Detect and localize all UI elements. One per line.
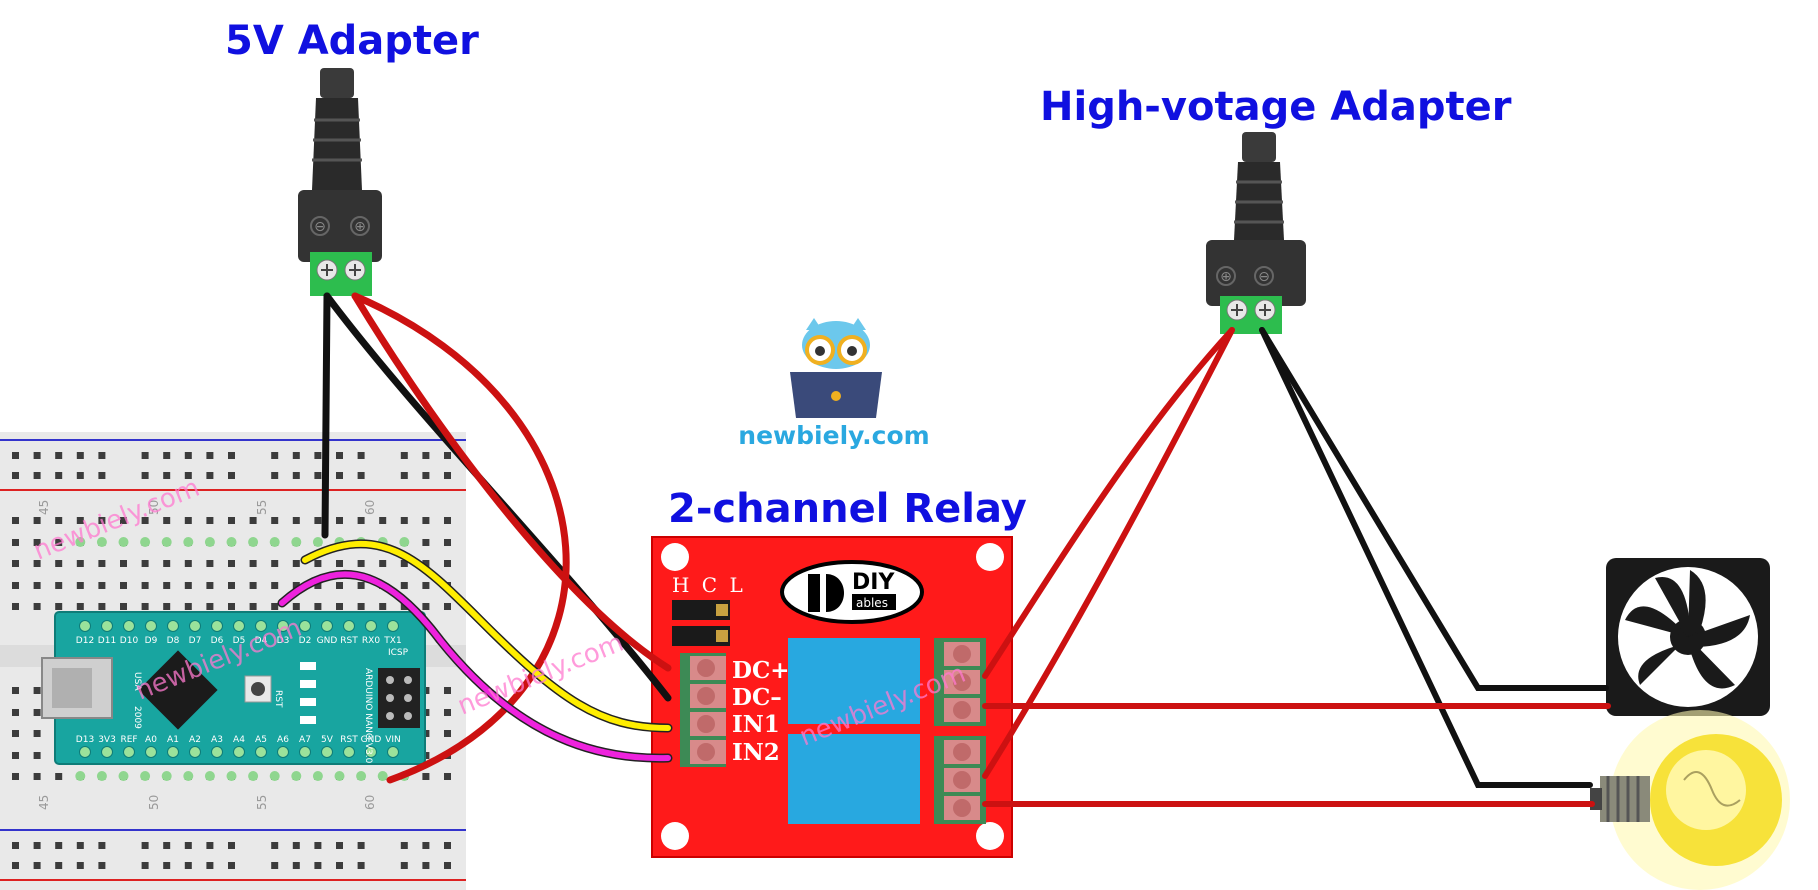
svg-text:⊕: ⊕ — [1220, 269, 1232, 285]
pin-label: REF — [120, 735, 137, 745]
pin-label: A0 — [145, 735, 157, 745]
board-name: ARDUINO NANO V3.0 — [363, 668, 373, 764]
rst-label: RST — [273, 690, 283, 708]
pin-label: A1 — [167, 735, 179, 745]
wire-black-fan — [1259, 327, 1609, 691]
relay-1 — [788, 638, 920, 724]
breadboard-number: 60 — [363, 500, 377, 515]
breadboard-number: 60 — [363, 795, 377, 810]
logo-main: DIY — [852, 570, 895, 595]
pin-label: D13 — [76, 735, 94, 745]
pin-label: A4 — [233, 735, 245, 745]
pin-label: D7 — [189, 636, 202, 646]
svg-text:⊕: ⊕ — [354, 219, 366, 235]
pin-label: RST — [340, 735, 358, 745]
pin-label: D2 — [299, 636, 312, 646]
pin-label: TX1 — [383, 636, 401, 646]
icsp-label: ICSP — [388, 648, 409, 658]
pin-label-dc-plus: DC+ — [732, 657, 790, 684]
pin-label: GND — [361, 735, 382, 745]
wire-red-vin — [351, 292, 570, 784]
newbiely-owl-logo: newbiely.com — [738, 318, 930, 450]
pin-label: A6 — [277, 735, 289, 745]
pin-label: RX0 — [362, 636, 380, 646]
pin-label-in1: IN1 — [732, 711, 780, 738]
wire-magenta-in2 — [279, 571, 671, 762]
relay-2 — [788, 734, 920, 824]
label-relay: 2-channel Relay — [668, 486, 1027, 532]
reset-button — [251, 682, 265, 696]
pin-label-dc-minus: DC– — [732, 684, 782, 711]
breadboard-holes — [12, 452, 451, 869]
wire-red-relay — [351, 292, 672, 672]
breadboard-number: 55 — [255, 500, 269, 515]
pin-label: D10 — [120, 636, 139, 646]
pin-label: 3V3 — [98, 735, 116, 745]
wire-red-hv-2 — [982, 327, 1235, 779]
pin-label: A2 — [189, 735, 201, 745]
pin-label: GND — [317, 636, 338, 646]
pin-label-in2: IN2 — [732, 739, 780, 766]
pin-label: D9 — [145, 636, 158, 646]
breadboard-number: 50 — [147, 795, 161, 810]
pin-label: D4 — [255, 636, 268, 646]
pin-label: VIN — [385, 735, 401, 745]
arduino-pads — [79, 620, 399, 758]
adapter-5v: ⊖ ⊕ — [298, 68, 382, 296]
label-high-voltage-adapter: High-votage Adapter — [1040, 84, 1512, 130]
pin-label: A3 — [211, 735, 223, 745]
wire-yellow-in1 — [302, 541, 671, 731]
pin-label: D12 — [76, 636, 94, 646]
logo-sub: ables — [856, 596, 888, 610]
usa-label: USA — [132, 672, 142, 691]
pin-label: D5 — [233, 636, 246, 646]
watermark: newbiely.com — [453, 628, 628, 722]
wire-red-hv-1 — [982, 327, 1235, 679]
label-5v-adapter: 5V Adapter — [225, 18, 479, 64]
pin-label: RST — [340, 636, 358, 646]
pin-label: D8 — [167, 636, 180, 646]
wire-black-bulb — [1259, 327, 1593, 788]
pin-label: D6 — [211, 636, 224, 646]
breadboard-number: 50 — [147, 500, 161, 515]
pin-label: D3 — [277, 636, 290, 646]
adapter-high-voltage: ⊕ ⊖ — [1206, 132, 1306, 334]
svg-text:⊖: ⊖ — [314, 219, 326, 235]
relay-module: H C L DIY ables DC+ DC– IN1 IN2 — [651, 536, 1013, 858]
wires — [277, 292, 1611, 807]
pin-label: 5V — [321, 735, 334, 745]
brand-text: newbiely.com — [738, 421, 929, 450]
pin-label: A7 — [299, 735, 311, 745]
pin-label: D11 — [98, 636, 116, 646]
light-bulb — [1590, 710, 1790, 890]
pin-label: A5 — [255, 735, 267, 745]
wire-black-gnd — [321, 292, 331, 539]
breadboard-number: 55 — [255, 795, 269, 810]
svg-text:⊖: ⊖ — [1258, 269, 1270, 285]
year-label: 2009 — [132, 706, 142, 729]
fan — [1606, 558, 1770, 716]
breadboard-number: 45 — [37, 500, 51, 515]
hcl-label: H C L — [672, 573, 746, 597]
breadboard-number: 45 — [37, 795, 51, 810]
